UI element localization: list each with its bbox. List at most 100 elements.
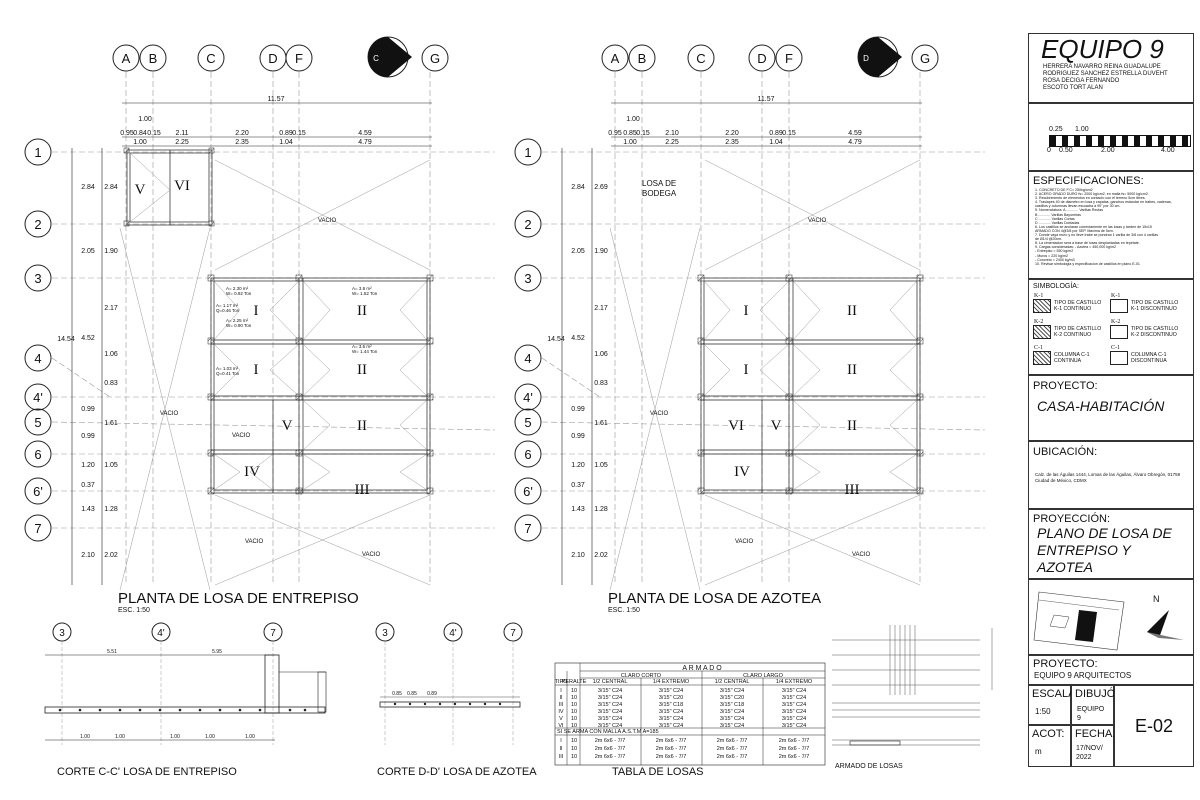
dimension: 1.00 [170, 734, 180, 740]
scale-label: 4.00 [1161, 147, 1175, 154]
table-cell: 3/15" C24 [598, 688, 622, 694]
dimension: 14.54 [57, 336, 75, 343]
slab-note: A= 2.30 m² [226, 286, 249, 291]
spec-line: 1. CONCRETO DE F'C= 250kg/cm2 [1035, 188, 1093, 192]
specs-title: ESPECIFICACIONES: [1033, 175, 1144, 187]
axis-label: G [920, 51, 930, 66]
spec-line: - Concreto = 2400 kg/m3 [1035, 257, 1075, 262]
symbol-description: TIPO DE CASTILLO K-1 CONTINUO [1054, 300, 1102, 312]
table-cell: V [559, 716, 563, 722]
spec-line: 8. La cimentacion sera a base de losas d… [1035, 241, 1140, 246]
key-plan-diagram: N [1033, 591, 1184, 651]
table-cell: 10 [571, 702, 577, 708]
tb-ubicacion: UBICACIÓN: Calz. de las Águilas 1444, Lo… [1028, 441, 1194, 509]
section-title: CORTE C-C' LOSA DE ENTREPISO [57, 766, 237, 778]
table-cell: 3/15" C24 [598, 716, 622, 722]
spec-line: 4. Traslapes 40 de diametro en losa y za… [1035, 200, 1172, 205]
ubicacion-value: Calz. de las Águilas 1444, Lomas de las … [1035, 472, 1181, 483]
axis-label: C [206, 51, 215, 66]
spec-line: B ............ Varillas Bayonetas [1035, 212, 1081, 217]
overall-dimension: 11.57 [758, 96, 775, 103]
armado-de-losas: ARMADO DE LOSAS [832, 625, 993, 770]
table-cell: 10 [571, 716, 577, 722]
overall-dimension: 11.57 [268, 96, 285, 103]
slab-type-mark: I [254, 303, 259, 319]
dimension: 0.37 [81, 482, 95, 489]
table-col-header: 1/4 EXTREMO [653, 679, 690, 685]
dimension: 1.28 [104, 506, 118, 513]
dimension: 0.84 [133, 130, 147, 137]
table-cell: 2m 6x6 - 7/7 [779, 738, 810, 744]
tb-fecha: FECHA: 17/NOV/ 2022 [1071, 725, 1116, 767]
escala-label: ESCALA: [1032, 688, 1079, 700]
symbol-code: K-1 [1111, 293, 1121, 299]
symbol-description: TIPO DE CASTILLO K-1 DISCONTINUO [1131, 300, 1179, 312]
ubicacion-label: UBICACIÓN: [1033, 446, 1098, 458]
dimension: 1.00 [138, 116, 152, 123]
tb-team: EQUIPO 9 HERRERA NAVARRO REINA GUADALUPE… [1028, 33, 1194, 103]
axis-label: 7 [510, 628, 516, 639]
table-cell: 3/15" C20 [720, 695, 744, 701]
dimension: 1.90 [104, 248, 118, 255]
dimension: 1.00 [205, 734, 215, 740]
slab-type-mark: V [771, 418, 782, 434]
slab-note: W= 0.92 Ton [226, 291, 252, 296]
armado-title: ARMADO DE LOSAS [835, 763, 903, 770]
team-title: EQUIPO 9 [1041, 34, 1164, 64]
dimension: 1.28 [594, 506, 608, 513]
slab-type-mark: IV [244, 464, 260, 480]
dimension: 0.89 [279, 130, 293, 137]
table-cell: 10 [571, 746, 577, 752]
axis-label: 5 [524, 415, 531, 430]
dimension: 1.00 [623, 139, 637, 146]
axis-label: 2 [34, 217, 41, 232]
tb-escala: ESCALA: 1:50 [1028, 685, 1079, 725]
slab-type-mark: VI [174, 178, 190, 194]
scale-label: 0 [1047, 147, 1051, 154]
dibujo-label: DIBUJÓ: [1075, 688, 1119, 700]
axis-label: D [268, 51, 277, 66]
grid-lines-vertical [125, 72, 431, 585]
dimension: 2.11 [175, 130, 188, 137]
tb-proyecto: PROYECTO: CASA-HABITACIÓN [1028, 375, 1194, 441]
dimension: 1.04 [769, 139, 783, 146]
team-member: ESCOTO TORT ALAN [1043, 85, 1103, 91]
dimension: 2.02 [594, 552, 608, 559]
slab-type-mark: I [254, 362, 259, 378]
dimension: 1.04 [279, 139, 293, 146]
axis-bubbles-top-left: A B C D F C C' G [112, 36, 449, 78]
castillo-symbol-icon: C-1 [1110, 345, 1128, 365]
slab-type-mark: V [282, 418, 293, 434]
table-cell: 3/15" C24 [782, 702, 806, 708]
proyeccion-line: AZOTEA [1037, 559, 1094, 575]
team-member: HERRERA NAVARRO REINA GUADALUPE [1043, 64, 1161, 70]
slab-table: A R M A D O CLARO CORTO CLARO LARGO TIPO… [555, 662, 826, 778]
dimension: 0.15 [292, 130, 306, 137]
plan-scale: ESC. 1:50 [608, 607, 640, 614]
axis-label: 2 [524, 217, 531, 232]
table-subheader: CLARO LARGO [743, 673, 783, 679]
table-cell: IV [558, 709, 564, 715]
dimension: 0.99 [81, 406, 95, 413]
simbologia-title: SIMBOLOGÍA: [1033, 283, 1079, 290]
dimension: 2.10 [81, 552, 95, 559]
fecha-label: FECHA: [1075, 728, 1116, 740]
scale-label: 0.25 [1049, 126, 1063, 133]
axis-label: 6 [524, 447, 531, 462]
dimension: 1.00 [626, 116, 640, 123]
void-label: VACIO [160, 411, 179, 417]
spec-line: C ............ Varillas Cortas [1035, 216, 1075, 221]
slab-type-mark: II [847, 418, 857, 434]
table-cell: 3/15" C24 [598, 723, 622, 729]
dimension: 1.61 [104, 420, 118, 427]
dimension: 2.02 [104, 552, 118, 559]
spec-line: - Entrepiso = 550 kg/m2 [1035, 249, 1074, 254]
dimension: 1.20 [571, 462, 585, 469]
plan-entrepiso: A B C D F C C' G 11 [24, 36, 496, 614]
plan-title: PLANTA DE LOSA DE ENTREPISO [118, 590, 359, 607]
table-cell: 2m 6x6 - 7/7 [717, 746, 748, 752]
dimension: 2.35 [725, 139, 739, 146]
scale-bar [1049, 135, 1191, 147]
slab-type-mark: I [744, 303, 749, 319]
